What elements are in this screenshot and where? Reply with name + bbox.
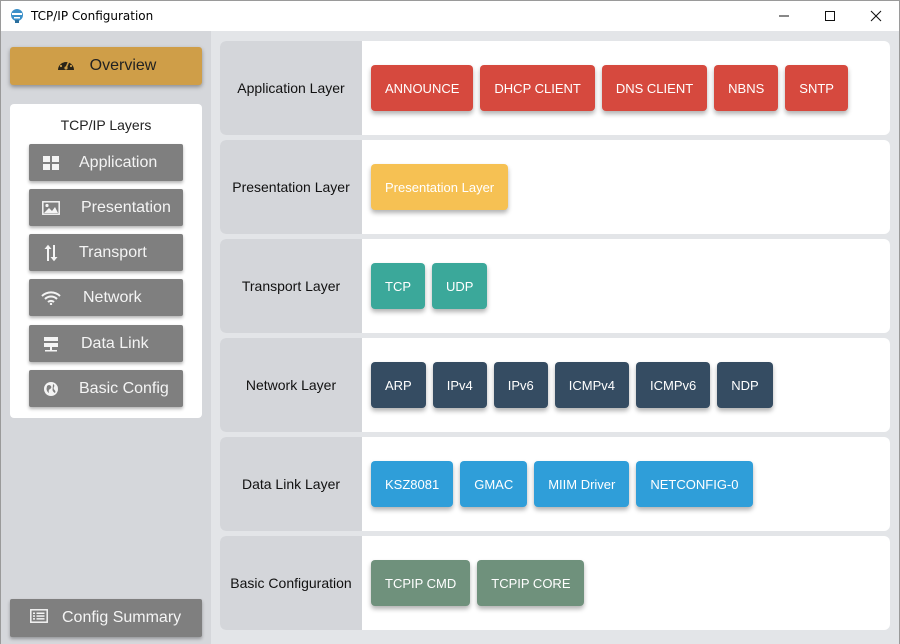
maximize-icon (825, 11, 835, 21)
summary-list-icon (30, 608, 48, 628)
up-down-arrows-icon (31, 244, 71, 262)
module-chip[interactable]: NETCONFIG-0 (636, 461, 753, 507)
wifi-icon (31, 290, 71, 305)
module-chip[interactable]: ARP (371, 362, 426, 408)
overview-label: Overview (89, 57, 157, 74)
sidebar-item-label: Basic Config (79, 379, 169, 397)
module-list: Presentation Layer (371, 164, 509, 210)
layer-row-application: Application Layer ANNOUNCE DHCP CLIENT D… (220, 41, 890, 135)
sidebar-item-transport[interactable]: Transport (29, 234, 183, 271)
layer-row-network: Network Layer ARP IPv4 IPv6 ICMPv4 ICMPv… (220, 338, 890, 432)
layer-row-label: Application Layer (220, 41, 362, 135)
close-button[interactable] (853, 1, 899, 31)
layer-row-label: Network Layer (220, 338, 362, 432)
title-bar: TCP/IP Configuration (1, 1, 899, 31)
module-list: ARP IPv4 IPv6 ICMPv4 ICMPv6 NDP (371, 362, 773, 408)
module-chip[interactable]: Presentation Layer (371, 164, 509, 210)
layer-row-transport: Transport Layer TCP UDP (220, 239, 890, 333)
window-controls (761, 1, 899, 31)
module-chip[interactable]: DNS CLIENT (601, 65, 708, 111)
sidebar-item-presentation[interactable]: Presentation (29, 189, 183, 226)
globe-icon (31, 381, 71, 397)
close-icon (870, 10, 882, 22)
module-chip[interactable]: UDP (432, 263, 488, 309)
sidebar-item-basic-config[interactable]: Basic Config (29, 370, 183, 407)
module-chip[interactable]: ANNOUNCE (371, 65, 474, 111)
module-chip[interactable]: ICMPv4 (554, 362, 629, 408)
sidebar-item-label: Data Link (81, 334, 149, 352)
layers-panel-title: TCP/IP Layers (60, 117, 152, 133)
module-chip[interactable]: DHCP CLIENT (480, 65, 595, 111)
window-title: TCP/IP Configuration (31, 9, 154, 23)
layers-panel: TCP/IP Layers Application Presentation (10, 104, 202, 418)
config-summary-button[interactable]: Config Summary (10, 599, 202, 637)
module-chip[interactable]: NBNS (714, 65, 779, 111)
sidebar-item-label: Presentation (81, 198, 171, 216)
module-chip[interactable]: SNTP (785, 65, 848, 111)
sidebar-item-application[interactable]: Application (29, 144, 183, 181)
layer-row-presentation: Presentation Layer Presentation Layer (220, 140, 890, 234)
overview-button[interactable]: Overview (10, 47, 202, 85)
sidebar-item-label: Transport (79, 243, 147, 261)
module-chip[interactable]: IPv4 (432, 362, 487, 408)
module-chip[interactable]: ICMPv6 (636, 362, 711, 408)
speedometer-icon (56, 56, 76, 77)
module-chip[interactable]: TCPIP CMD (371, 560, 471, 606)
module-list: TCP UDP (371, 263, 488, 309)
sidebar: Overview TCP/IP Layers Application Prese… (1, 31, 211, 644)
content-area: Overview TCP/IP Layers Application Prese… (1, 31, 899, 644)
sidebar-item-data-link[interactable]: Data Link (29, 325, 183, 362)
module-chip[interactable]: GMAC (460, 461, 528, 507)
module-chip[interactable]: NDP (717, 362, 773, 408)
module-chip[interactable]: TCP (371, 263, 425, 309)
module-chip[interactable]: MIIM Driver (534, 461, 630, 507)
grid-icon (31, 155, 71, 170)
layer-row-label: Basic Configuration (220, 536, 362, 630)
config-summary-label: Config Summary (62, 609, 182, 626)
minimize-button[interactable] (761, 1, 807, 31)
server-icon (31, 336, 71, 352)
module-chip[interactable]: TCPIP CORE (477, 560, 585, 606)
maximize-button[interactable] (807, 1, 853, 31)
layer-row-basic-configuration: Basic Configuration TCPIP CMD TCPIP CORE (220, 536, 890, 630)
module-chip[interactable]: IPv6 (493, 362, 548, 408)
sidebar-item-label: Application (79, 153, 158, 171)
module-list: ANNOUNCE DHCP CLIENT DNS CLIENT NBNS SNT… (371, 65, 848, 111)
layer-row-label: Data Link Layer (220, 437, 362, 531)
module-list: KSZ8081 GMAC MIIM Driver NETCONFIG-0 (371, 461, 753, 507)
module-chip[interactable]: KSZ8081 (371, 461, 454, 507)
sidebar-item-network[interactable]: Network (29, 279, 183, 316)
layer-row-label: Transport Layer (220, 239, 362, 333)
module-list: TCPIP CMD TCPIP CORE (371, 560, 585, 606)
network-app-icon (9, 8, 25, 24)
minimize-icon (779, 15, 789, 17)
image-icon (31, 200, 71, 215)
sidebar-item-label: Network (83, 288, 142, 306)
layer-row-data-link: Data Link Layer KSZ8081 GMAC MIIM Driver… (220, 437, 890, 531)
layer-row-label: Presentation Layer (220, 140, 362, 234)
